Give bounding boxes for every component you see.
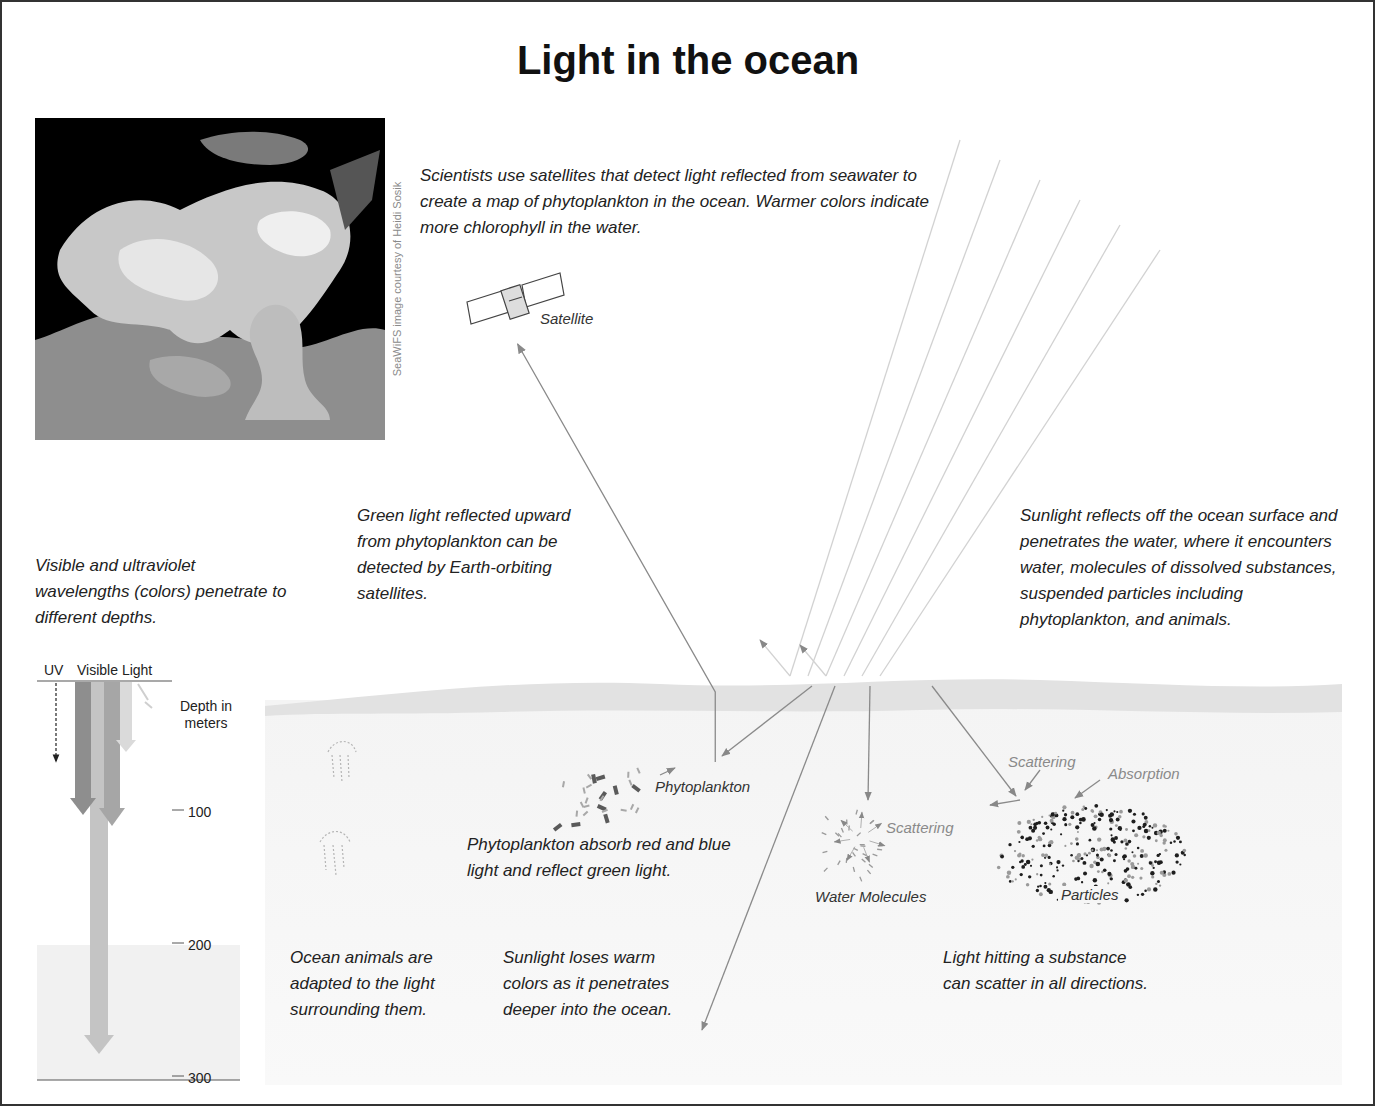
satellite: Satellite: [460, 282, 620, 344]
light-path: [518, 344, 716, 762]
phytoplankton-group: Phytoplankton: [560, 762, 754, 832]
note: Green light reflected upward from phytop…: [357, 503, 597, 607]
note: Visible and ultraviolet wavelengths (col…: [35, 553, 290, 631]
axis-label: UV: [44, 660, 74, 680]
node-label: Satellite: [540, 310, 593, 327]
note: Sunlight reflects off the ocean surface …: [1020, 503, 1350, 633]
tick-label: 300: [188, 1068, 228, 1088]
node-label: Water Molecules: [815, 888, 926, 905]
ocean-animals: [320, 742, 356, 876]
particle-cloud: Particles: [990, 795, 1190, 917]
sea-water: [265, 700, 1342, 1085]
note: Ocean animals are adapted to the light s…: [290, 945, 470, 1023]
process-label: Absorption: [1108, 764, 1208, 784]
axis-label: Visible Light: [77, 660, 177, 680]
note: Scientists use satellites that detect li…: [420, 163, 930, 241]
axis-title: Depth in meters: [178, 698, 234, 732]
node-label: Particles: [1058, 886, 1122, 903]
ocean-surface: [265, 679, 1342, 716]
title: Light in the ocean: [0, 38, 1376, 83]
water-molecules: Water Molecules: [810, 800, 940, 912]
process-label: Scattering: [1008, 752, 1098, 772]
node-label: Phytoplankton: [655, 778, 750, 795]
tick-label: 100: [188, 802, 228, 822]
note: Light hitting a substance can scatter in…: [943, 945, 1153, 997]
satellite-map: [35, 118, 385, 440]
note: Phytoplankton absorb red and blue light …: [467, 832, 762, 884]
depth-chart: [37, 681, 240, 1080]
tick-label: 200: [188, 935, 228, 955]
credit: SeaWiFS image courtesy of Heidi Sosik: [389, 114, 405, 444]
note: Sunlight loses warm colors as it penetra…: [503, 945, 703, 1023]
process-label: Scattering: [886, 818, 976, 838]
